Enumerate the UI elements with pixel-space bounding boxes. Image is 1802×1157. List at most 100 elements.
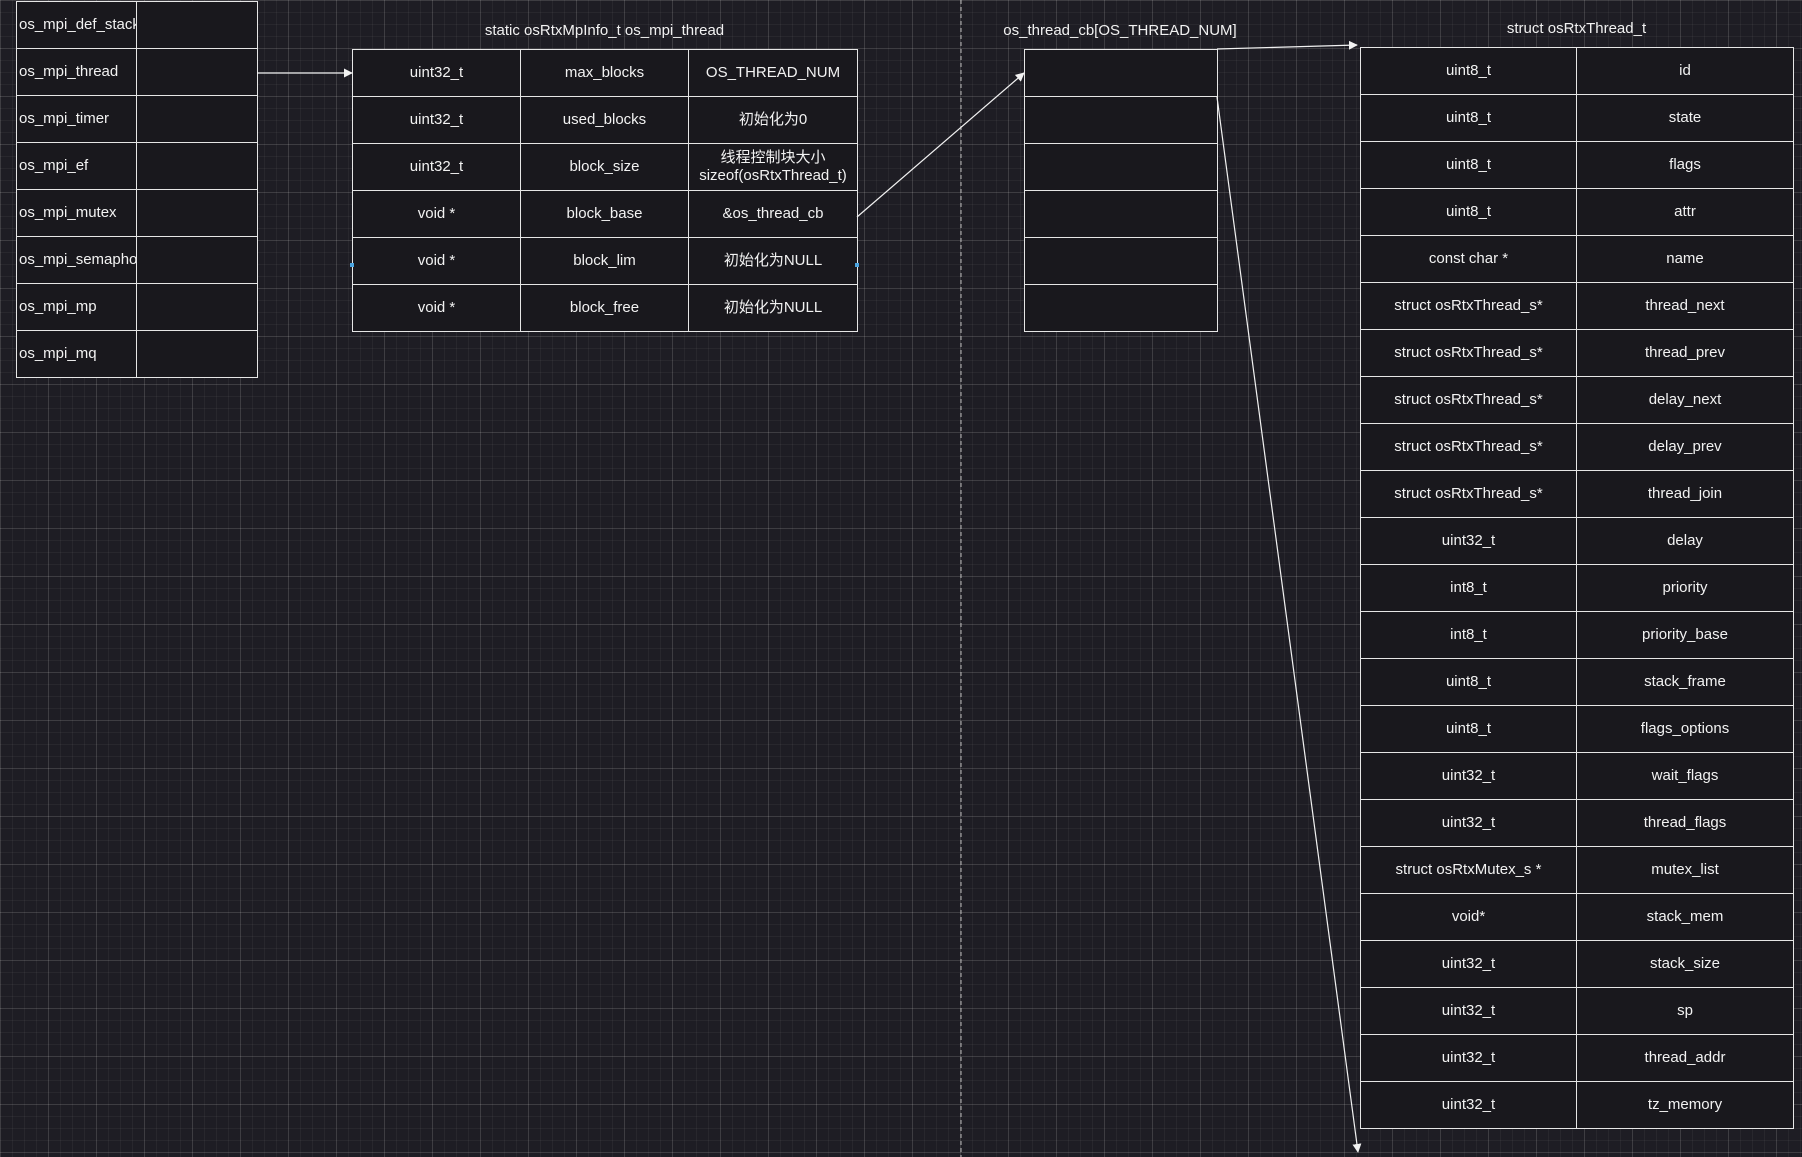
mpi-name-cell: os_mpi_mp — [16, 283, 137, 331]
thread-cb-slot — [1024, 96, 1218, 144]
thread-cb-slot — [1024, 49, 1218, 97]
mpi-name-cell: os_mpi_mq — [16, 330, 137, 378]
arrow-thread-cb-to-struct-top — [1216, 40, 1358, 50]
member-name-cell: flags — [1576, 141, 1794, 189]
thread-struct-row: struct osRtxMutex_s *mutex_list — [1360, 846, 1794, 894]
member-type-cell: void* — [1360, 893, 1577, 941]
member-name-cell: id — [1576, 47, 1794, 95]
member-name-cell: priority — [1576, 564, 1794, 612]
mpi-row: os_mpi_semaphor — [16, 236, 258, 284]
member-type-cell: struct osRtxThread_s* — [1360, 376, 1577, 424]
thread-struct-row: struct osRtxThread_s*thread_join — [1360, 470, 1794, 518]
mpi-row: os_mpi_mutex — [16, 189, 258, 237]
field-type-cell: void * — [352, 284, 521, 332]
mpi-row: os_mpi_def_stack — [16, 1, 258, 49]
mpi-value-cell — [136, 1, 258, 49]
mpi-name-cell: os_mpi_semaphor — [16, 236, 137, 284]
mpi-name-cell: os_mpi_mutex — [16, 189, 137, 237]
member-type-cell: struct osRtxThread_s* — [1360, 423, 1577, 471]
member-type-cell: uint8_t — [1360, 705, 1577, 753]
member-type-cell: uint8_t — [1360, 47, 1577, 95]
mpi-value-cell — [136, 236, 258, 284]
field-type-cell: uint32_t — [352, 49, 521, 97]
thread-cb-slot-cell — [1024, 237, 1218, 285]
thread-cb-slot-cell — [1024, 49, 1218, 97]
mpi-value-cell — [136, 48, 258, 96]
mpi-row: os_mpi_ef — [16, 142, 258, 190]
arrow-block-base-to-thread-cb — [856, 72, 1025, 218]
field-name-cell: block_size — [520, 143, 689, 191]
member-type-cell: int8_t — [1360, 564, 1577, 612]
field-type-cell: void * — [352, 237, 521, 285]
field-value-cell: 初始化为0 — [688, 96, 858, 144]
field-value-cell: 初始化为NULL — [688, 237, 858, 285]
mp-info-row: void *block_base&os_thread_cb — [352, 190, 858, 238]
mpi-name-cell: os_mpi_timer — [16, 95, 137, 143]
member-type-cell: uint32_t — [1360, 799, 1577, 847]
member-type-cell: const char * — [1360, 235, 1577, 283]
thread-struct-row: struct osRtxThread_s*thread_next — [1360, 282, 1794, 330]
member-name-cell: thread_flags — [1576, 799, 1794, 847]
mpi-row: os_mpi_timer — [16, 95, 258, 143]
member-type-cell: struct osRtxThread_s* — [1360, 470, 1577, 518]
member-type-cell: uint8_t — [1360, 94, 1577, 142]
member-type-cell: uint8_t — [1360, 141, 1577, 189]
thread-struct-row: struct osRtxThread_s*delay_prev — [1360, 423, 1794, 471]
field-name-cell: block_base — [520, 190, 689, 238]
member-name-cell: tz_memory — [1576, 1081, 1794, 1129]
mpi-value-cell — [136, 189, 258, 237]
thread-struct-row: void*stack_mem — [1360, 893, 1794, 941]
mpi-value-cell — [136, 330, 258, 378]
member-name-cell: delay — [1576, 517, 1794, 565]
field-type-cell: uint32_t — [352, 96, 521, 144]
mpi-row: os_mpi_thread — [16, 48, 258, 96]
thread-cb-slot-cell — [1024, 96, 1218, 144]
thread-struct-row: struct osRtxThread_s*delay_next — [1360, 376, 1794, 424]
member-name-cell: mutex_list — [1576, 846, 1794, 894]
thread-cb-title: os_thread_cb[OS_THREAD_NUM] — [1003, 22, 1237, 39]
thread-cb-slot-cell — [1024, 143, 1218, 191]
field-name-cell: block_free — [520, 284, 689, 332]
thread-cb-slot — [1024, 284, 1218, 332]
thread-struct-row: const char *name — [1360, 235, 1794, 283]
member-name-cell: stack_frame — [1576, 658, 1794, 706]
mpi-name-cell: os_mpi_thread — [16, 48, 137, 96]
mpi-value-cell — [136, 142, 258, 190]
member-name-cell: state — [1576, 94, 1794, 142]
mpi-row: os_mpi_mp — [16, 283, 258, 331]
mpi-value-cell — [136, 283, 258, 331]
thread-cb-table — [1024, 49, 1218, 332]
field-value-cell: &os_thread_cb — [688, 190, 858, 238]
member-type-cell: struct osRtxThread_s* — [1360, 329, 1577, 377]
thread-struct-row: struct osRtxThread_s*thread_prev — [1360, 329, 1794, 377]
thread-cb-slot-cell — [1024, 190, 1218, 238]
field-type-cell: uint32_t — [352, 143, 521, 191]
member-type-cell: uint32_t — [1360, 1081, 1577, 1129]
thread-struct-title: struct osRtxThread_t — [1506, 20, 1647, 37]
field-type-cell: void * — [352, 190, 521, 238]
mpi-name-cell: os_mpi_ef — [16, 142, 137, 190]
field-name-cell: used_blocks — [520, 96, 689, 144]
member-name-cell: stack_size — [1576, 940, 1794, 988]
arrow-thread-cb-to-struct-bottom — [1216, 96, 1362, 1153]
member-name-cell: delay_prev — [1576, 423, 1794, 471]
thread-cb-slot — [1024, 237, 1218, 285]
